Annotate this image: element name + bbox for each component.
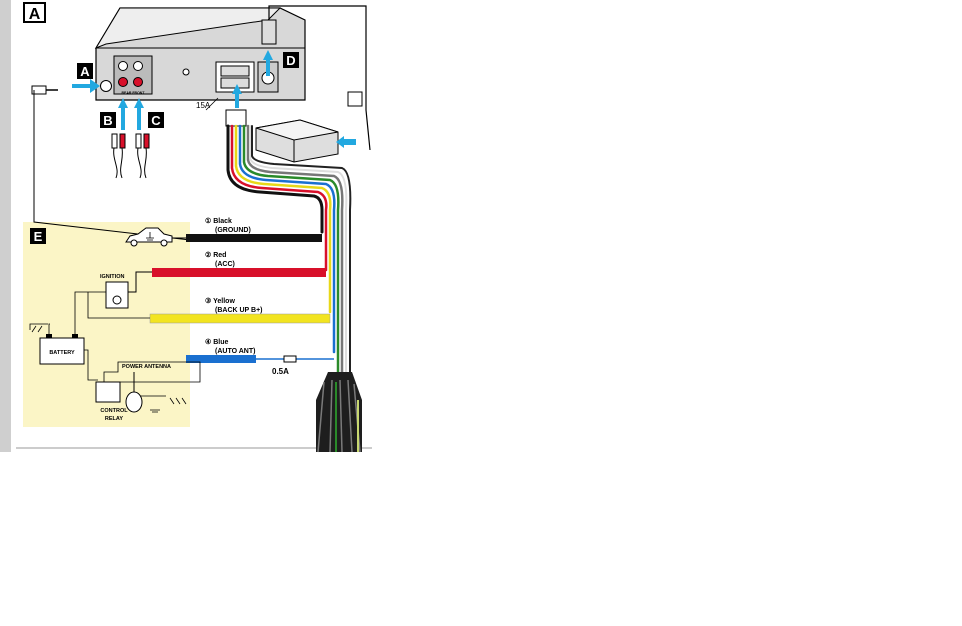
wire-2-func: (ACC) [215,261,235,268]
wire-3-func: (BACK UP B+) [215,307,263,314]
arrow-d [263,50,273,76]
rca-rear-front-label: REAR FRONT [122,91,146,95]
wire-4-name: Blue [213,339,228,346]
antenna-lead [31,80,191,241]
wire-3-num: ③ [205,297,211,305]
power-antenna-icon [125,372,143,413]
wire-4-func: (AUTO ANT) [215,348,255,355]
wire-1-name: Black [213,218,232,225]
callout-e-box [30,228,46,244]
callout-e: E [34,229,43,244]
wire-1-func: (GROUND) [215,227,251,234]
ignition-label: IGNITION [100,274,124,280]
wire-red [152,268,326,277]
battery-icon [39,334,85,365]
panel-e-circuit [29,291,201,413]
callout-b: B [103,113,112,128]
harness-bundle [316,372,362,453]
arrow-a [72,79,100,93]
callout-a: A [80,64,90,79]
head-unit: REAR FRONT [94,7,306,101]
fuse-antenna [283,355,297,363]
callout-d-box [283,52,299,68]
wire-blue [186,355,256,363]
car-ground-icon [125,227,186,247]
arrow-changer [336,136,356,148]
cd-changer [255,119,339,163]
wire-2-name: Red [213,252,226,259]
wire-3-name: Yellow [213,298,235,305]
callout-c: C [151,113,161,128]
wire-4-num: ④ [205,338,211,346]
callout-a-box [77,63,93,79]
arrow-c [134,98,144,130]
battery-label: BATTERY [49,350,75,356]
wire-harness [226,124,352,374]
control-relay-label-2: RELAY [105,416,123,422]
rca-panel [113,55,153,95]
wire-2-label: ② Red [205,251,226,259]
wire-yellow [149,313,331,324]
fuse-antenna-label: 0.5A [272,367,289,376]
power-antenna-label: POWER ANTENNA [122,364,171,370]
changer-cable [261,5,371,151]
arrow-connector [232,84,242,108]
callout-c-box [148,112,164,128]
callout-b-box [100,112,116,128]
header-label-box [23,2,46,23]
fuse-main-label: 15A [196,101,211,110]
wire-3-label: ③ Yellow [205,297,235,305]
wire-2-num: ② [205,251,211,259]
wire-1-label: ① Black [205,217,232,225]
ignition-switch-icon [105,271,152,309]
iso-connector-plug [225,109,247,127]
header-label: A [29,6,41,23]
wire-black [186,234,322,242]
wire-1-num: ① [205,217,211,225]
arrow-b [118,98,128,130]
wire-4-label: ④ Blue [205,338,229,346]
control-relay-icon [95,381,121,403]
control-relay-label-1: CONTROL [100,408,128,414]
callout-d: D [286,53,295,68]
left-margin-bar [0,0,11,452]
rca-plugs [111,133,150,179]
